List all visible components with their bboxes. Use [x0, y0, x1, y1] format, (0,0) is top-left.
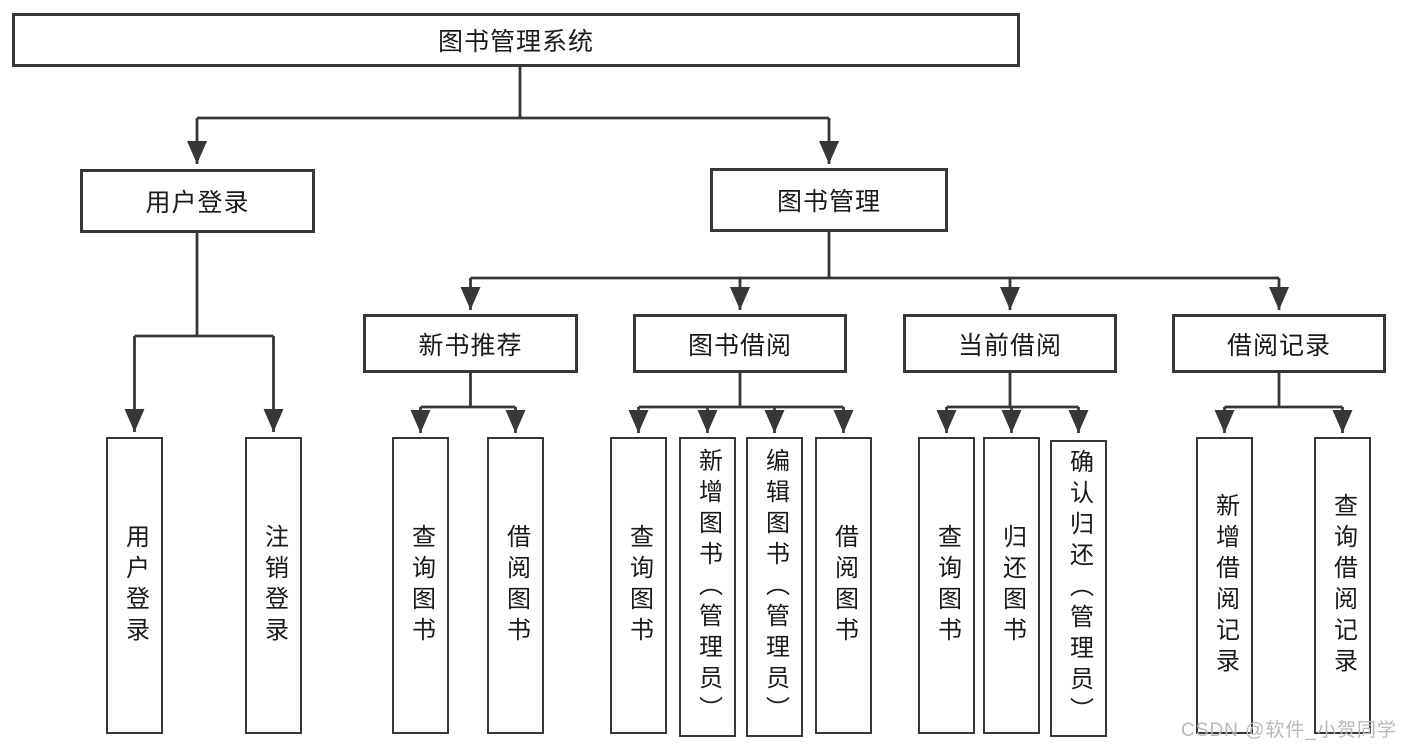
- node-login: 用户登录: [106, 437, 163, 734]
- node-book-borrowing: 图书借阅: [633, 314, 847, 373]
- node-bb-borrow-books: 借阅图书: [815, 437, 872, 734]
- node-cb-return-books: 归还图书: [983, 437, 1040, 734]
- node-bb-edit-books: 编辑图书（管理员）: [746, 437, 803, 737]
- node-bb-edit-books-label: 编辑图书（管理员）: [761, 447, 789, 727]
- node-cb-confirm-return: 确认归还（管理员）: [1050, 440, 1107, 737]
- node-logout: 注销登录: [245, 437, 302, 734]
- node-root: 图书管理系统: [12, 13, 1020, 67]
- node-borrowing-records: 借阅记录: [1172, 314, 1386, 373]
- node-bb-query-books: 查询图书: [610, 437, 667, 734]
- node-cb-query-books: 查询图书: [918, 437, 975, 734]
- node-nb-borrow-books-label: 借阅图书: [502, 523, 530, 648]
- node-nb-borrow-books: 借阅图书: [487, 437, 544, 734]
- node-user-login: 用户登录: [80, 169, 315, 233]
- node-br-query-record: 查询借阅记录: [1314, 437, 1371, 734]
- node-bb-add-books-label: 新增图书（管理员）: [694, 447, 722, 727]
- node-bb-borrow-books-label: 借阅图书: [830, 523, 858, 648]
- node-cb-query-books-label: 查询图书: [933, 523, 961, 648]
- node-login-label: 用户登录: [121, 523, 149, 648]
- node-bb-add-books: 新增图书（管理员）: [679, 437, 736, 737]
- watermark: CSDN @软件_小贺同学: [1181, 720, 1397, 741]
- node-book-management: 图书管理: [710, 168, 948, 232]
- node-br-add-record-label: 新增借阅记录: [1211, 492, 1239, 679]
- node-cb-return-books-label: 归还图书: [998, 523, 1026, 648]
- node-bb-query-books-label: 查询图书: [625, 523, 653, 648]
- node-cb-confirm-return-label: 确认归还（管理员）: [1065, 449, 1093, 728]
- node-new-book-recommend: 新书推荐: [363, 314, 578, 373]
- node-br-add-record: 新增借阅记录: [1196, 437, 1253, 734]
- node-logout-label: 注销登录: [260, 523, 288, 648]
- node-br-query-record-label: 查询借阅记录: [1329, 492, 1357, 679]
- node-nb-query-books-label: 查询图书: [407, 523, 435, 648]
- node-nb-query-books: 查询图书: [392, 437, 449, 734]
- node-current-borrowing: 当前借阅: [903, 314, 1117, 373]
